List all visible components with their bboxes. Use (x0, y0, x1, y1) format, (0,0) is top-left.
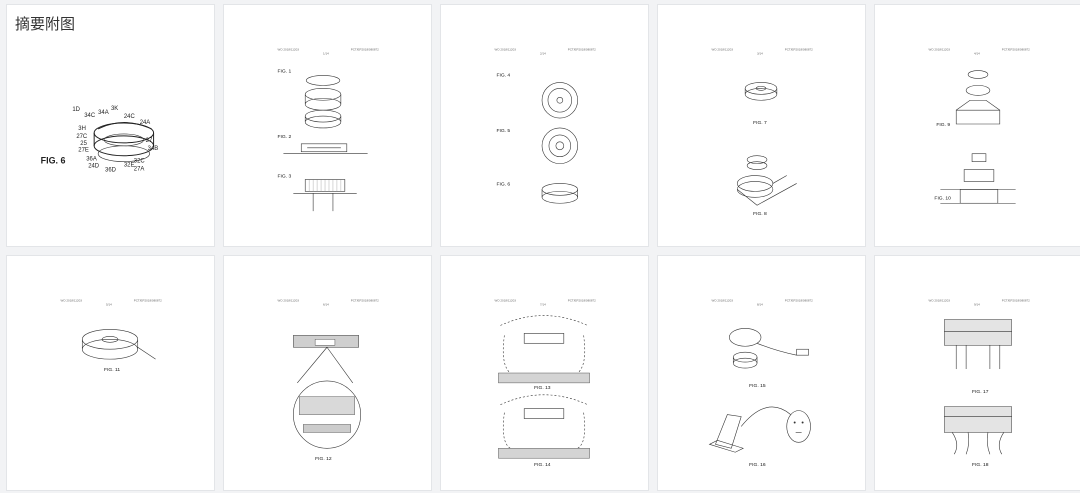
figure-label: FIG. 4 (496, 72, 510, 78)
figure-label: FIG. 13 (534, 385, 551, 391)
figure-label: FIG. 9 (936, 122, 950, 128)
figure-label: FIG. 8 (753, 211, 767, 217)
ref-label: 34A (98, 110, 109, 116)
ref-label: 27E (78, 148, 89, 154)
figure-label: FIG. 18 (972, 462, 989, 468)
sheet-header-mid: 6/14 (323, 303, 329, 307)
ref-label: 24A (140, 120, 151, 126)
sheet-header-right: PCT/EP2018/080872 (1002, 299, 1030, 303)
ref-label: 27 (146, 138, 153, 144)
figure-label: FIG. 7 (753, 120, 767, 126)
drawing-sheet-thumbnail[interactable]: WO 2018/11203 3/14 PCT/EP2018/080872 FIG… (657, 4, 866, 247)
drawing-sheet: WO 2018/11203 3/14 PCT/EP2018/080872 FIG… (711, 48, 813, 217)
drawing-sheet: WO 2018/11203 2/14 PCT/EP2018/080872 FIG… (494, 48, 596, 204)
figure-label: FIG. 11 (104, 367, 120, 373)
sheet-header-left: WO 2018/11203 (711, 299, 733, 303)
ref-label: 27C (76, 134, 88, 140)
sheet-header-right: PCT/EP2018/080872 (568, 299, 596, 303)
figure-label: FIG. 17 (972, 389, 989, 395)
sheet-header-left: WO 2018/11203 (928, 48, 950, 52)
sheet-header-mid: 8/14 (757, 303, 763, 307)
sheet-header-right: PCT/EP2018/080872 (351, 48, 379, 52)
ref-label: 3K (111, 106, 118, 112)
ref-label: 3H (78, 126, 86, 132)
drawing-sheet-thumbnail[interactable]: WO 2018/11203 4/14 PCT/EP2018/080872 FIG… (874, 4, 1080, 247)
drawing-sheet-thumbnail[interactable]: WO 2018/11203 2/14 PCT/EP2018/080872 FIG… (440, 4, 649, 247)
figure-label: FIG. 6 (496, 181, 510, 187)
drawing-sheet-thumbnail[interactable]: WO 2018/11203 8/14 PCT/EP2018/080872 FIG… (657, 255, 866, 491)
sheet-header-mid: 9/14 (974, 303, 980, 307)
drawing-sheet: WO 2018/11203 9/14 PCT/EP2018/080872 FIG… (928, 299, 1030, 468)
figure-label: FIG. 16 (749, 462, 766, 468)
sheet-header-mid: 2/14 (540, 52, 546, 56)
drawing-sheet-thumbnail[interactable]: WO 2018/11203 5/14 PCT/EP2018/080872 FIG… (6, 255, 215, 491)
drawing-sheet-thumbnail[interactable]: WO 2018/11203 1/14 PCT/EP2018/080872 FIG… (223, 4, 432, 247)
sheet-header-right: PCT/EP2018/080872 (785, 299, 813, 303)
sheet-header-right: PCT/EP2018/080872 (1002, 48, 1030, 52)
figure-label: FIG. 1 (277, 69, 291, 75)
sheet-header-left: WO 2018/11203 (928, 299, 950, 303)
sheet-header-mid: 3/14 (757, 52, 763, 56)
ref-label: 24C (124, 114, 136, 120)
sheet-header-mid: 4/14 (974, 52, 980, 56)
abstract-drawing-title: 摘要附图 (15, 15, 76, 33)
sheet-header-left: WO 2018/11203 (711, 48, 733, 52)
sheet-header-right: PCT/EP2018/080872 (134, 299, 162, 303)
abstract-drawing: FIG. 6 1D 34C 34A 3K 24C 3H 24A 27C 27 2… (41, 106, 159, 174)
drawing-sheet-thumbnail[interactable]: WO 2018/11203 7/14 PCT/EP2018/080872 FIG… (440, 255, 649, 491)
sheet-header-mid: 1/14 (323, 52, 329, 56)
sheet-header-mid: 5/14 (106, 303, 112, 307)
sheet-header-left: WO 2018/11203 (494, 299, 516, 303)
ref-label: 34B (148, 146, 159, 152)
sheet-header-right: PCT/EP2018/080872 (568, 48, 596, 52)
drawing-sheet: WO 2018/11203 1/14 PCT/EP2018/080872 FIG… (277, 48, 379, 212)
figure-label: FIG. 2 (277, 134, 291, 140)
ref-label: 36A (86, 157, 97, 163)
figure-label: FIG. 3 (277, 173, 291, 179)
sheet-header-right: PCT/EP2018/080872 (785, 48, 813, 52)
drawing-sheet: WO 2018/11203 8/14 PCT/EP2018/080872 FIG… (708, 299, 813, 468)
drawing-sheet: WO 2018/11203 6/14 PCT/EP2018/080872 FIG… (277, 299, 379, 462)
drawing-sheet: WO 2018/11203 4/14 PCT/EP2018/080872 FIG… (928, 48, 1030, 204)
figure-label: FIG. 12 (315, 456, 332, 462)
figure-label: FIG. 5 (496, 128, 510, 134)
ref-label: 36D (105, 168, 116, 174)
sheet-header-mid: 7/14 (540, 303, 546, 307)
ref-label: 1D (72, 107, 80, 113)
ref-label: 25 (80, 141, 87, 147)
drawing-sheet: WO 2018/11203 7/14 PCT/EP2018/080872 FIG… (494, 299, 596, 468)
figure-label: FIG. 14 (534, 462, 551, 468)
ref-label: 27A (134, 167, 145, 173)
sheet-header-left: WO 2018/11203 (60, 299, 82, 303)
ref-label: 32E (124, 163, 135, 169)
ref-label: 32C (134, 159, 146, 165)
ref-label: 34C (84, 113, 96, 119)
drawing-sheet: WO 2018/11203 5/14 PCT/EP2018/080872 FIG… (60, 299, 162, 373)
drawing-sheet-thumbnail[interactable]: WO 2018/11203 6/14 PCT/EP2018/080872 FIG… (223, 255, 432, 491)
sheet-header-left: WO 2018/11203 (277, 299, 299, 303)
sheet-header-left: WO 2018/11203 (494, 48, 516, 52)
sheet-header-right: PCT/EP2018/080872 (351, 299, 379, 303)
figure-label: FIG. 10 (934, 195, 951, 201)
drawing-sheet-thumbnail[interactable]: WO 2018/11203 9/14 PCT/EP2018/080872 FIG… (874, 255, 1080, 491)
figure-label: FIG. 15 (749, 383, 766, 389)
ref-label: 24D (88, 164, 99, 170)
abstract-drawing-thumbnail[interactable]: 摘要附图 FIG. 6 1D 34C 34A 3K 24C 3H 24A 27C… (6, 4, 215, 247)
figure-label: FIG. 6 (41, 156, 66, 166)
sheet-header-left: WO 2018/11203 (277, 48, 299, 52)
